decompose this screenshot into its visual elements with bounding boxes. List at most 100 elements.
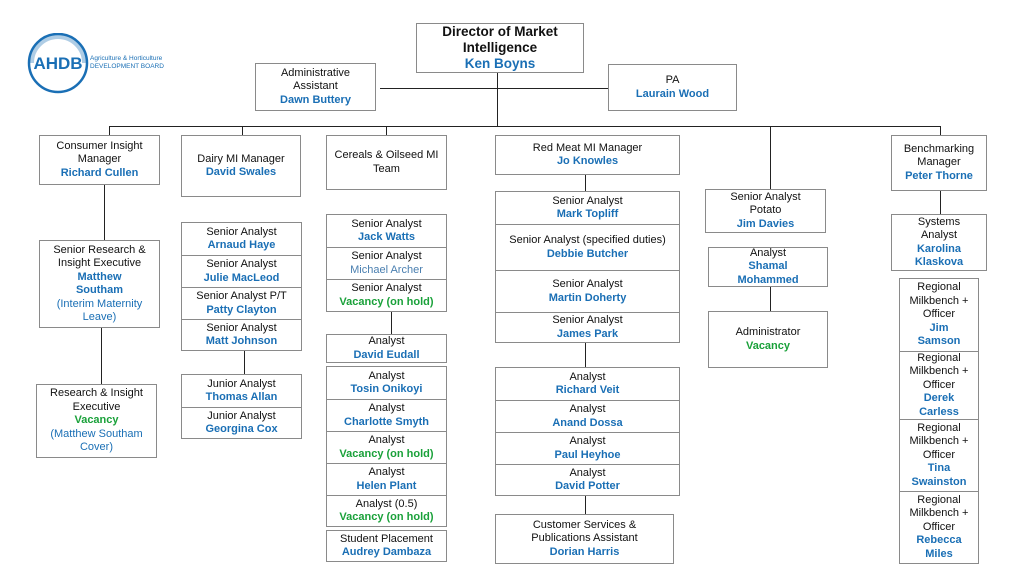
bench-officer-cell: Regional Milkbench + Officer Derek Carle… xyxy=(900,351,978,419)
cereals-team-box: Cereals & Oilseed MI Team xyxy=(326,135,447,190)
redmeat-manager-title: Red Meat MI Manager xyxy=(532,141,643,154)
director-name: Ken Boyns xyxy=(464,56,536,71)
cereals-senior-cell: Senior Analyst Jack Watts xyxy=(327,215,446,247)
dairy-manager-title: Dairy MI Manager xyxy=(197,152,285,165)
redmeat-analyst-cell: Analyst Paul Heyhoe xyxy=(496,432,679,464)
redmeat-customer-box: Customer Services & Publications Assista… xyxy=(495,514,674,564)
dairy-manager-name: David Swales xyxy=(205,166,277,178)
dairy-junior-cell: Junior Analyst Georgina Cox xyxy=(182,407,301,438)
cereals-analyst-cell: Analyst (0.5) Vacancy (on hold) xyxy=(327,495,446,526)
pa-title: PA xyxy=(665,74,680,86)
potato-senior-name: Jim Davies xyxy=(736,217,795,230)
admin-title: Administrative Assistant xyxy=(280,66,351,93)
connector xyxy=(242,126,243,135)
dairy-junior-cell: Junior Analyst Thomas Allan xyxy=(182,375,301,407)
bench-officer-title: Regional Milkbench + Officer xyxy=(909,493,969,533)
cereals-student-title: Student Placement xyxy=(340,532,433,545)
redmeat-analyst-title: Analyst xyxy=(569,466,606,479)
potato-analyst-box: Analyst Shamal Mohammed xyxy=(708,247,828,287)
potato-administrator-name: Vacancy xyxy=(745,339,791,352)
cereals-analyst-name: Charlotte Smyth xyxy=(344,415,429,428)
redmeat-customer-name: Dorian Harris xyxy=(549,545,620,558)
bench-manager-title: Benchmarking Manager xyxy=(903,142,975,169)
redmeat-analyst-title: Analyst xyxy=(569,403,606,415)
cereals-team-title: Cereals & Oilseed MI Team xyxy=(334,149,439,175)
cereals-analyst-name: David Eudall xyxy=(353,348,420,361)
potato-senior-title: Senior Analyst Potato xyxy=(730,190,801,217)
redmeat-senior-title: Senior Analyst (specified duties) xyxy=(509,234,666,246)
redmeat-analysts-stack: Analyst Richard Veit Analyst Anand Dossa… xyxy=(495,367,680,496)
potato-administrator-title: Administrator xyxy=(735,326,801,338)
director-box: Director of Market Intelligence Ken Boyn… xyxy=(416,23,584,73)
consumer-senior-title: Senior Research & Insight Executive xyxy=(53,243,146,270)
cereals-analyst-name: Helen Plant xyxy=(356,479,417,492)
redmeat-analyst-name: David Potter xyxy=(555,480,620,492)
bench-officer-cell: Regional Milkbench + Officer Rebecca Mil… xyxy=(900,491,978,563)
redmeat-senior-cell: Senior Analyst Martin Doherty xyxy=(496,270,679,312)
cereals-senior-title: Senior Analyst xyxy=(351,217,422,230)
redmeat-manager-box: Red Meat MI Manager Jo Knowles xyxy=(495,135,680,175)
dairy-juniors-stack: Junior Analyst Thomas Allan Junior Analy… xyxy=(181,374,302,439)
cereals-analyst-title: Analyst xyxy=(368,369,405,382)
dairy-senior-cell: Senior Analyst Arnaud Haye xyxy=(182,223,301,255)
bench-manager-name: Peter Thorne xyxy=(905,169,973,182)
connector xyxy=(940,126,941,135)
consumer-exec-note: (Matthew Southam Cover) xyxy=(50,427,143,454)
cereals-senior-name: Jack Watts xyxy=(357,231,416,243)
cereals-analyst-title: Analyst xyxy=(368,335,405,347)
bench-systems-name: Karolina Klaskova xyxy=(914,242,964,269)
cereals-analyst-title: Analyst xyxy=(368,402,405,414)
redmeat-senior4-title: Senior Analyst xyxy=(552,314,623,326)
potato-administrator-box: Administrator Vacancy xyxy=(708,311,828,368)
potato-analyst-name: Shamal Mohammed xyxy=(737,260,799,286)
dairy-senior-title: Senior Analyst xyxy=(206,321,277,334)
potato-analyst-title: Analyst xyxy=(749,246,787,259)
connector xyxy=(391,311,392,334)
logo-line2: DEVELOPMENT BOARD xyxy=(90,63,164,70)
connector xyxy=(497,72,498,127)
cereals-student-name: Audrey Dambaza xyxy=(341,546,432,558)
cereals-seniors-stack: Senior Analyst Jack Watts Senior Analyst… xyxy=(326,214,447,312)
redmeat-senior-name: Martin Doherty xyxy=(548,291,627,304)
redmeat-analyst-cell: Analyst Richard Veit xyxy=(496,368,679,400)
redmeat-senior-name: Mark Topliff xyxy=(556,208,619,220)
redmeat-senior-name: Debbie Butcher xyxy=(546,247,629,260)
connector xyxy=(109,126,110,135)
redmeat-customer-title: Customer Services & Publications Assista… xyxy=(531,518,638,545)
redmeat-senior4-name: James Park xyxy=(556,327,619,340)
redmeat-analyst-cell: Analyst David Potter xyxy=(496,464,679,495)
connector xyxy=(585,496,586,514)
bench-officer-name: Jim Samson xyxy=(917,321,961,348)
pa-name: Laurain Wood xyxy=(635,87,710,100)
consumer-exec-box: Research & Insight Executive Vacancy (Ma… xyxy=(36,384,157,458)
cereals-senior-name: Michael Archer xyxy=(350,263,423,276)
dairy-senior-cell: Senior Analyst P/T Patty Clayton xyxy=(182,287,301,319)
bench-officer-cell: Regional Milkbench + Officer Tina Swains… xyxy=(900,419,978,491)
connector xyxy=(244,350,245,374)
connector xyxy=(101,328,102,384)
bench-officer-title: Regional Milkbench + Officer xyxy=(909,281,969,321)
dairy-junior-name: Thomas Allan xyxy=(205,391,278,403)
cereals-analyst-name: Tosin Onikoyi xyxy=(350,383,423,395)
connector xyxy=(386,126,387,135)
dairy-junior-name: Georgina Cox xyxy=(205,423,278,435)
admin-name: Dawn Buttery xyxy=(280,93,351,106)
cereals-analyst-title: Analyst xyxy=(368,466,405,478)
dairy-junior-title: Junior Analyst xyxy=(207,377,276,390)
redmeat-senior-box: Senior Analyst James Park xyxy=(495,312,680,343)
redmeat-senior-cell: Senior Analyst (specified duties) Debbie… xyxy=(496,224,679,270)
connector xyxy=(770,126,771,189)
bench-officer-name: Derek Carless xyxy=(919,392,959,418)
cereals-analyst-name: Vacancy (on hold) xyxy=(339,447,434,460)
redmeat-analyst-name: Anand Dossa xyxy=(552,416,623,429)
redmeat-analyst-name: Paul Heyhoe xyxy=(554,448,621,461)
cereals-senior-name: Vacancy (on hold) xyxy=(339,295,434,308)
bench-officer-title: Regional Milkbench + Officer xyxy=(909,351,969,391)
consumer-manager-title: Consumer Insight Manager xyxy=(56,139,143,166)
redmeat-analyst-title: Analyst xyxy=(569,435,606,447)
connector xyxy=(109,126,940,127)
dairy-senior-name: Arnaud Haye xyxy=(207,239,276,251)
cereals-student-box: Student Placement Audrey Dambaza xyxy=(326,530,447,562)
bench-officer-cell: Regional Milkbench + Officer Jim Samson xyxy=(900,279,978,351)
redmeat-analyst-cell: Analyst Anand Dossa xyxy=(496,400,679,432)
